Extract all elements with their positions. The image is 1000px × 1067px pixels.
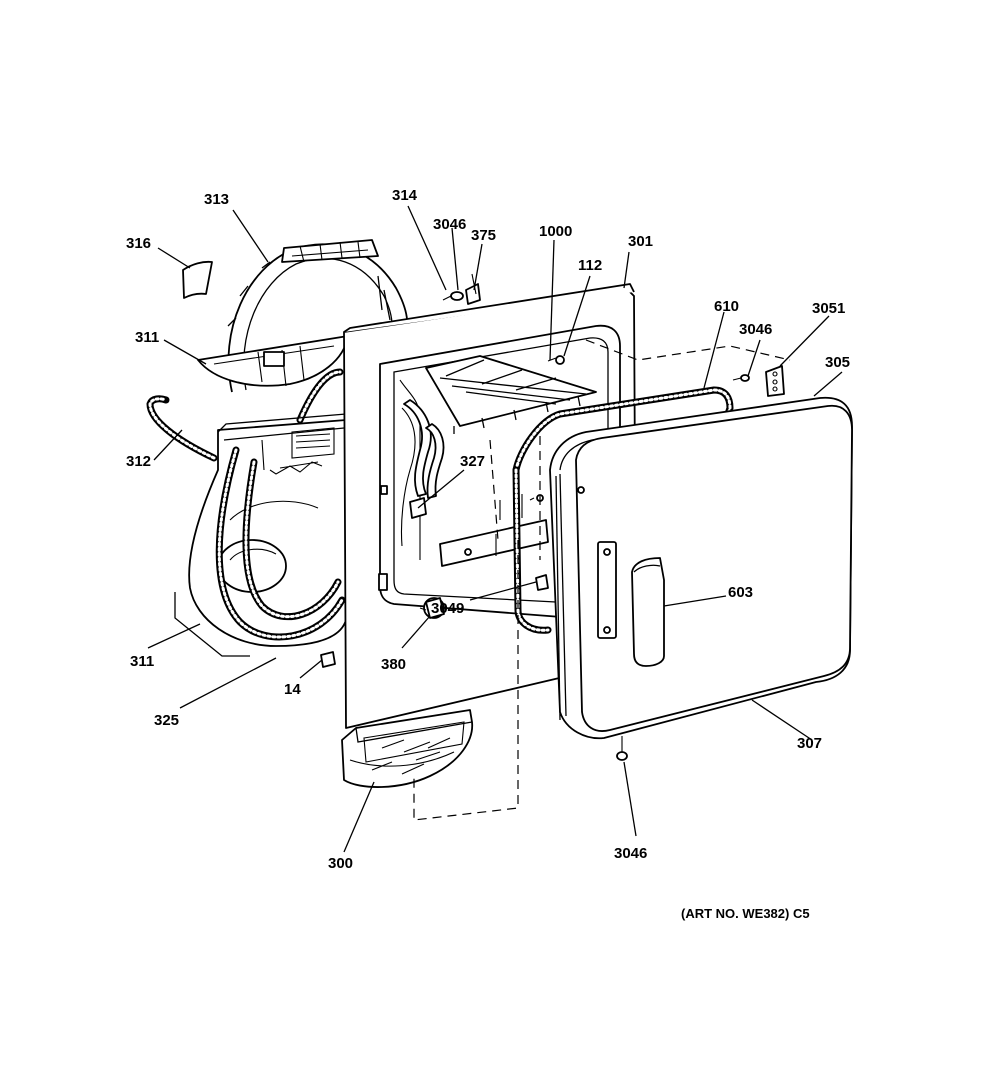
- hinge-screw-top: [442, 273, 481, 305]
- label-301: 301: [628, 233, 653, 250]
- door-switch-knob: [419, 597, 445, 619]
- assembly-guide-lines: [413, 339, 791, 821]
- label-603: 603: [728, 584, 753, 601]
- label-300: 300: [328, 855, 353, 872]
- label-327: 327: [460, 453, 485, 470]
- label-3049: 3049: [431, 600, 464, 617]
- label-313: 313: [204, 191, 229, 208]
- felt-seal-rope: [146, 368, 344, 462]
- label-112: 112: [578, 257, 602, 274]
- label-3046-bottom: 3046: [614, 845, 647, 862]
- felt-strip: [182, 260, 213, 299]
- label-312: 312: [126, 453, 151, 470]
- label-314: 314: [392, 187, 418, 204]
- label-305: 305: [825, 354, 850, 371]
- label-380: 380: [381, 656, 406, 673]
- label-311-lower: 311: [130, 653, 154, 670]
- door-hinge-bracket: [732, 365, 785, 397]
- label-3046-right: 3046: [739, 321, 772, 338]
- front-seal-upper: [197, 335, 349, 387]
- dryer-door: [529, 396, 853, 740]
- label-316: 316: [126, 235, 151, 252]
- label-307: 307: [797, 735, 822, 752]
- door-gasket: [512, 386, 734, 634]
- callout-labels: 316 313 314 3046 375 1000 301 112 610 30…: [126, 187, 850, 921]
- label-3051: 3051: [812, 300, 845, 317]
- label-311-upper: 311: [135, 329, 159, 346]
- lint-duct-housing: [188, 413, 347, 647]
- label-375: 375: [471, 227, 496, 244]
- label-14: 14: [284, 681, 301, 698]
- bottom-screw: [616, 736, 628, 761]
- lint-filter: [341, 709, 473, 788]
- label-325: 325: [154, 712, 179, 729]
- art-number: (ART NO. WE382) C5: [681, 906, 810, 921]
- leader-lines: [147, 205, 843, 853]
- label-1000: 1000: [539, 223, 572, 240]
- clip-part: [320, 651, 336, 668]
- label-610: 610: [714, 298, 739, 315]
- label-3046-top: 3046: [433, 216, 466, 233]
- door-catch: [535, 574, 549, 591]
